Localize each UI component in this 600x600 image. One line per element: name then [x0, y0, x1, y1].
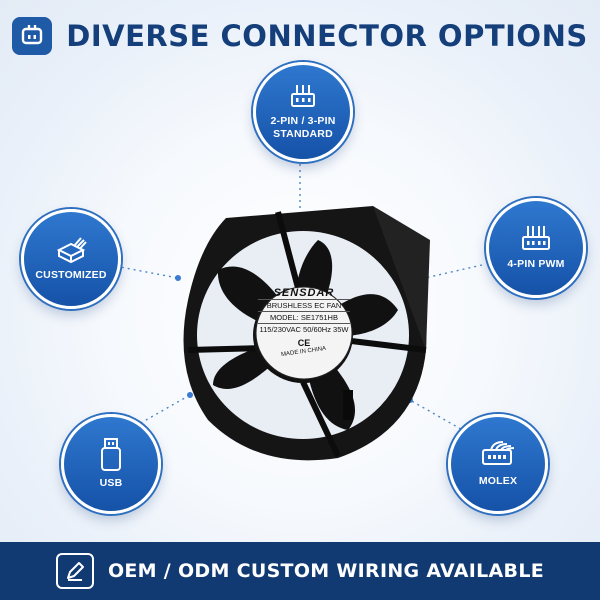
- footer-text: OEM / ODM CUSTOM WIRING AVAILABLE: [107, 560, 545, 582]
- header: DIVERSE CONNECTOR OPTIONS: [0, 14, 600, 58]
- four-pin-connector-icon: [522, 226, 550, 250]
- option-usb: USB: [61, 414, 161, 514]
- fan-label: SENSDAR BRUSHLESS EC FAN MODEL: SE1751HB…: [258, 287, 350, 358]
- three-pin-connector-icon: [291, 84, 315, 107]
- fan-rating: 115/230VAC 50/60Hz 35W: [258, 323, 350, 334]
- ce-mark: CE: [297, 338, 311, 348]
- option-label: MOLEX: [478, 475, 518, 487]
- option-label: CUSTOMIZED: [35, 269, 107, 281]
- option-4pin-pwm: 4-PIN PWM: [486, 198, 586, 298]
- footer-banner: OEM / ODM CUSTOM WIRING AVAILABLE: [0, 542, 600, 600]
- usb-icon: [101, 438, 121, 471]
- option-label: 2-PIN / 3-PIN STANDARD: [270, 114, 336, 140]
- fan-brand: SENSDAR: [273, 287, 335, 299]
- edit-pencil-icon: [55, 553, 94, 589]
- option-label: USB: [99, 477, 123, 489]
- fan-model: MODEL: SE1751HB: [258, 311, 350, 323]
- connector-plug-icon: [12, 17, 53, 55]
- molex-connector-icon: [482, 441, 515, 465]
- page-title: DIVERSE CONNECTOR OPTIONS: [66, 19, 588, 53]
- option-molex: MOLEX: [448, 414, 548, 514]
- option-customized: CUSTOMIZED: [21, 209, 121, 309]
- fan-type: BRUSHLESS EC FAN: [258, 299, 350, 311]
- custom-connector-icon: [56, 237, 87, 264]
- option-2pin-3pin: 2-PIN / 3-PIN STANDARD: [253, 62, 353, 162]
- cooling-fan-image: [183, 206, 430, 461]
- option-label: 4-PIN PWM: [507, 258, 565, 270]
